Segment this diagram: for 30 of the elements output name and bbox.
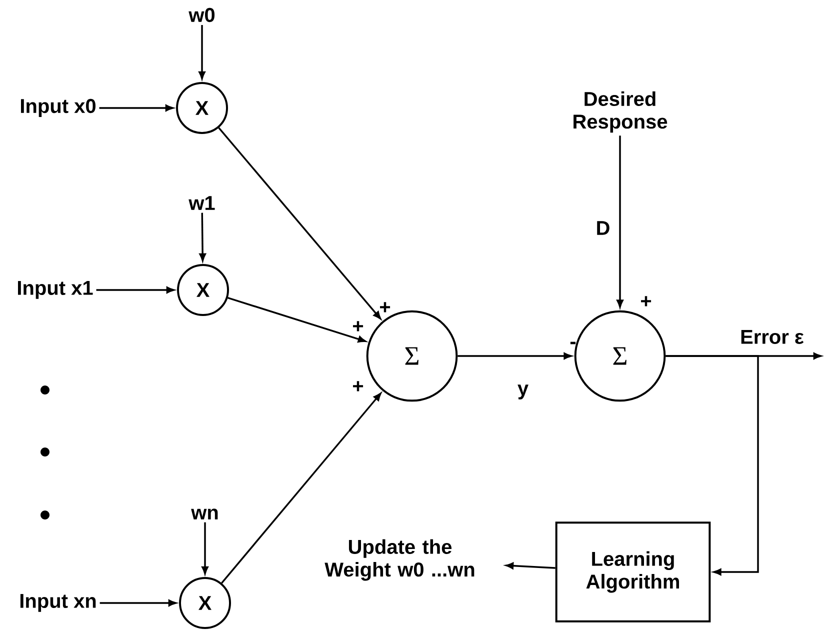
weight-label: w0 bbox=[188, 8, 215, 22]
arrow bbox=[228, 297, 366, 343]
output-label: Update the Weight w0 ...wn bbox=[324, 539, 474, 581]
arrow bbox=[666, 355, 759, 576]
edge-label: Error ε bbox=[738, 328, 806, 346]
arrow bbox=[458, 352, 572, 360]
sign-label: + bbox=[353, 381, 364, 392]
sign-label: - bbox=[570, 342, 576, 344]
arrow bbox=[100, 600, 176, 606]
summing-junction: Σ bbox=[574, 310, 666, 402]
process-box: Learning Algorithm bbox=[555, 522, 711, 622]
arrow bbox=[221, 392, 382, 584]
sign-label: + bbox=[353, 321, 364, 332]
arrow bbox=[198, 25, 206, 80]
arrow bbox=[99, 104, 174, 112]
arrow bbox=[616, 136, 624, 308]
weight-label: w1 bbox=[188, 196, 215, 210]
input-label: Desired Response bbox=[574, 91, 668, 133]
weight-label: wn bbox=[191, 508, 218, 520]
input-label: Input xn bbox=[20, 594, 96, 612]
edge-label: D bbox=[594, 220, 612, 236]
arrow bbox=[96, 286, 174, 294]
arrow bbox=[218, 127, 382, 320]
arrow bbox=[506, 562, 556, 570]
sign-label: + bbox=[380, 302, 390, 312]
arrow bbox=[202, 522, 208, 574]
edge-label: y bbox=[516, 383, 530, 401]
arrow bbox=[199, 212, 206, 262]
input-label: Input x1 bbox=[18, 281, 93, 299]
input-label: Input x0 bbox=[21, 98, 96, 118]
